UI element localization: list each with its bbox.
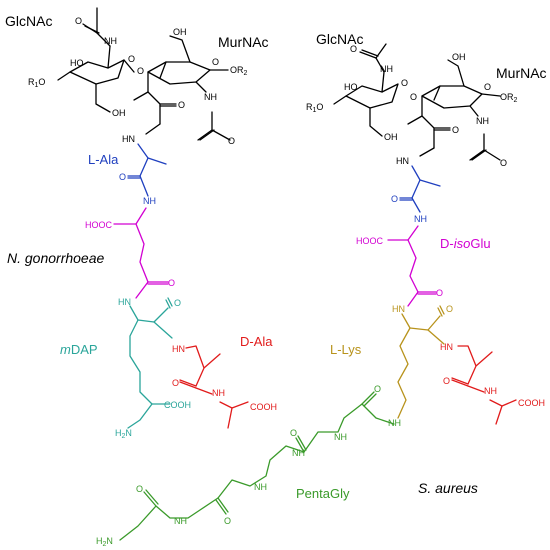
right-o-glu: O	[436, 288, 443, 298]
left-l-ala	[127, 143, 167, 197]
right-o-glc-acetyl: O	[350, 44, 357, 54]
left-o-ring-mur: O	[212, 57, 219, 67]
right-nh-gly5: NH	[174, 516, 187, 526]
left-l-ala-label: L-Ala	[88, 152, 119, 167]
right-o-ring-mur: O	[484, 82, 491, 92]
right-hn-ala: HN	[396, 156, 409, 166]
right-o-ring-glc: O	[401, 78, 408, 88]
right-oh-mur: OH	[452, 52, 466, 62]
left-o-ala: O	[119, 172, 126, 182]
left-hooc: HOOC	[85, 220, 113, 230]
right-lactyl	[419, 147, 435, 157]
left-o-dala: O	[172, 378, 179, 388]
left-murnac-ring	[133, 35, 231, 141]
left-oh-glc: OH	[112, 108, 126, 118]
left-species: N. gonorrhoeae	[7, 250, 105, 266]
right-ho-glc: HO	[344, 82, 358, 92]
left-o-glycosidic: O	[137, 66, 144, 76]
left-mdap	[127, 297, 173, 429]
right-nh-gly3: NH	[292, 448, 305, 458]
right-nh-glu: NH	[414, 214, 427, 224]
left-r1o: R1O	[28, 77, 45, 89]
right-or2: OR2	[500, 92, 518, 104]
right-o-lys: O	[446, 304, 453, 314]
right-o-mur-acetyl: O	[452, 125, 459, 135]
right-o-gly4: O	[224, 516, 231, 526]
right-nh-glc: NH	[380, 64, 393, 74]
left-cooh-dala: COOH	[250, 402, 277, 412]
left-o-glu: O	[168, 278, 175, 288]
left-ho-glc: HO	[70, 58, 84, 68]
left-o-glc-acetyl: O	[75, 16, 82, 26]
left-d-ala	[179, 345, 249, 429]
right-nh-mur: NH	[476, 116, 489, 126]
right-h2n-gly: H2N	[96, 536, 113, 548]
right-o-gly2: O	[290, 428, 297, 438]
left-hn-dap: HN	[118, 297, 131, 307]
right-d-isoglu	[387, 225, 437, 307]
left-or2: OR2	[230, 65, 248, 77]
right-glcnac-ring	[333, 43, 399, 137]
right-structure: GlcNAc MurNAc NH O HO R1O OH O O	[96, 31, 547, 548]
right-r1o: R1O	[306, 102, 323, 114]
right-hooc: HOOC	[356, 236, 384, 246]
right-l-ala	[399, 165, 441, 213]
right-o-glycosidic: O	[410, 92, 417, 102]
right-hn-lys: HN	[392, 304, 405, 314]
left-o-dap: O	[174, 298, 181, 308]
right-d-isoglu-label: D-isoGlu	[440, 236, 491, 251]
right-l-lys-label: L-Lys	[330, 342, 362, 357]
left-nh-dala: NH	[212, 388, 225, 398]
left-o-mur-acetyl: O	[178, 100, 185, 110]
left-hn-dala: HN	[172, 344, 185, 354]
right-nh-gly2: NH	[334, 432, 347, 442]
right-o-gly5: O	[136, 484, 143, 494]
right-o-ala: O	[391, 194, 398, 204]
right-hn-dala: HN	[440, 342, 453, 352]
right-glcnac-label: GlcNAc	[316, 31, 363, 47]
right-o-gly1: O	[374, 384, 381, 394]
right-o-dala: O	[443, 376, 450, 386]
right-murnac-ring	[407, 59, 501, 161]
left-glcnac-ring	[57, 7, 135, 113]
left-d-ala-label: D-Ala	[240, 334, 273, 349]
left-lactyl	[145, 123, 161, 135]
left-o-lactyl: O	[228, 136, 235, 146]
left-nh-glu: NH	[143, 196, 156, 206]
left-d-glu	[113, 207, 169, 299]
right-l-lys	[397, 305, 445, 419]
left-glcnac-label: GlcNAc	[5, 13, 52, 29]
left-cooh-dap: COOH	[164, 400, 191, 410]
left-oh-mur: OH	[173, 27, 187, 37]
right-o-lactyl: O	[500, 158, 507, 168]
right-murnac-label: MurNAc	[496, 65, 547, 81]
left-o-ring-glc: O	[128, 54, 135, 64]
right-nh-gly1: NH	[388, 418, 401, 428]
left-nh-mur: NH	[204, 92, 217, 102]
right-pentagly	[119, 391, 395, 541]
right-nh-gly4: NH	[254, 482, 267, 492]
right-d-ala	[451, 345, 517, 425]
right-cooh-dala: COOH	[518, 398, 545, 408]
left-structure: GlcNAc MurNAc NH O HO R1O OH O O	[5, 7, 277, 440]
right-oh-glc: OH	[384, 132, 398, 142]
right-pentagly-label: PentaGly	[296, 486, 350, 501]
left-hn-ala: HN	[122, 134, 135, 144]
left-nh-glc: NH	[104, 36, 117, 46]
right-nh-dala: NH	[484, 386, 497, 396]
left-murnac-label: MurNAc	[218, 34, 269, 50]
left-h2n-dap: H2N	[115, 428, 132, 440]
left-mdap-label: mDAP	[60, 342, 98, 357]
right-species: S. aureus	[418, 480, 478, 496]
